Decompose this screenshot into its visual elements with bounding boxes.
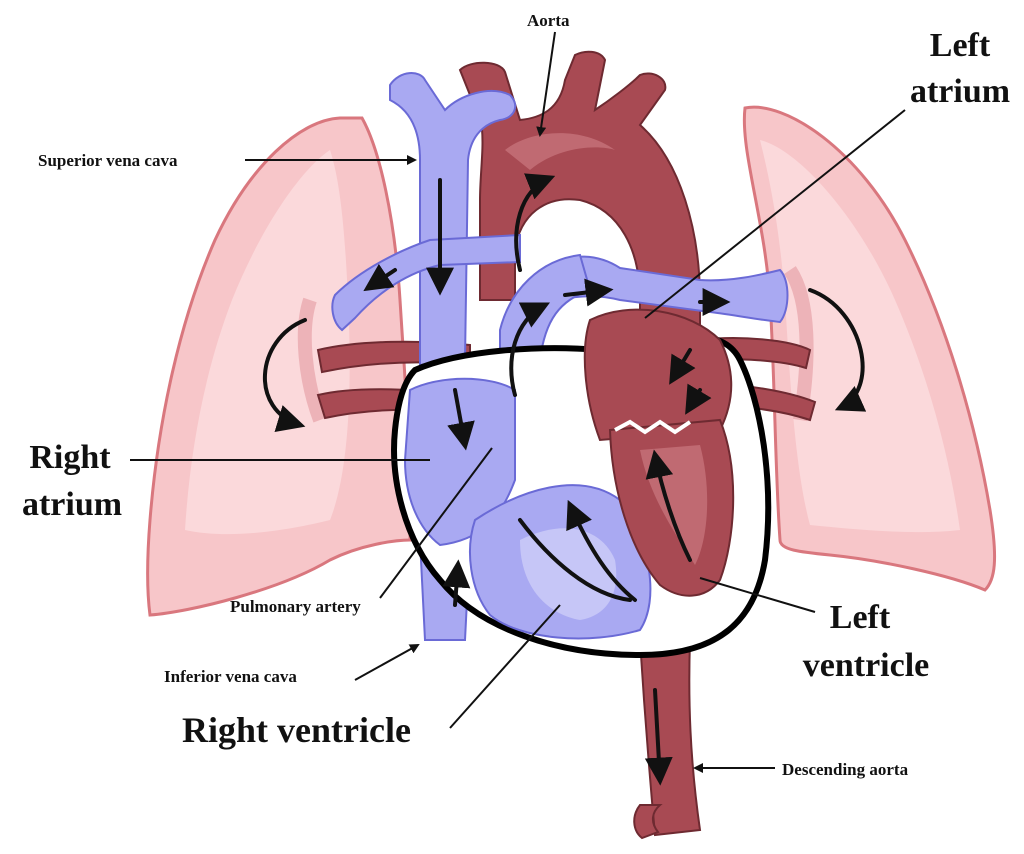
label-left-atrium-line1: Left	[930, 27, 991, 64]
label-descending-aorta: Descending aorta	[782, 760, 909, 779]
label-aorta: Aorta	[527, 11, 570, 30]
left-lung-illustration	[148, 118, 411, 615]
descending-aorta-illustration	[634, 640, 700, 838]
label-right-atrium-line2: atrium	[22, 486, 122, 523]
label-left-ventricle-line2: ventricle	[803, 647, 930, 684]
label-inferior-vena-cava: Inferior vena cava	[164, 667, 297, 686]
label-right-ventricle: Right ventricle	[182, 710, 411, 750]
label-left-atrium-line2: atrium	[910, 73, 1010, 110]
label-pulmonary-artery: Pulmonary artery	[230, 597, 361, 616]
label-superior-vena-cava: Superior vena cava	[38, 151, 178, 170]
label-left-ventricle-line1: Left	[830, 599, 891, 636]
label-right-atrium-line1: Right	[29, 439, 111, 476]
